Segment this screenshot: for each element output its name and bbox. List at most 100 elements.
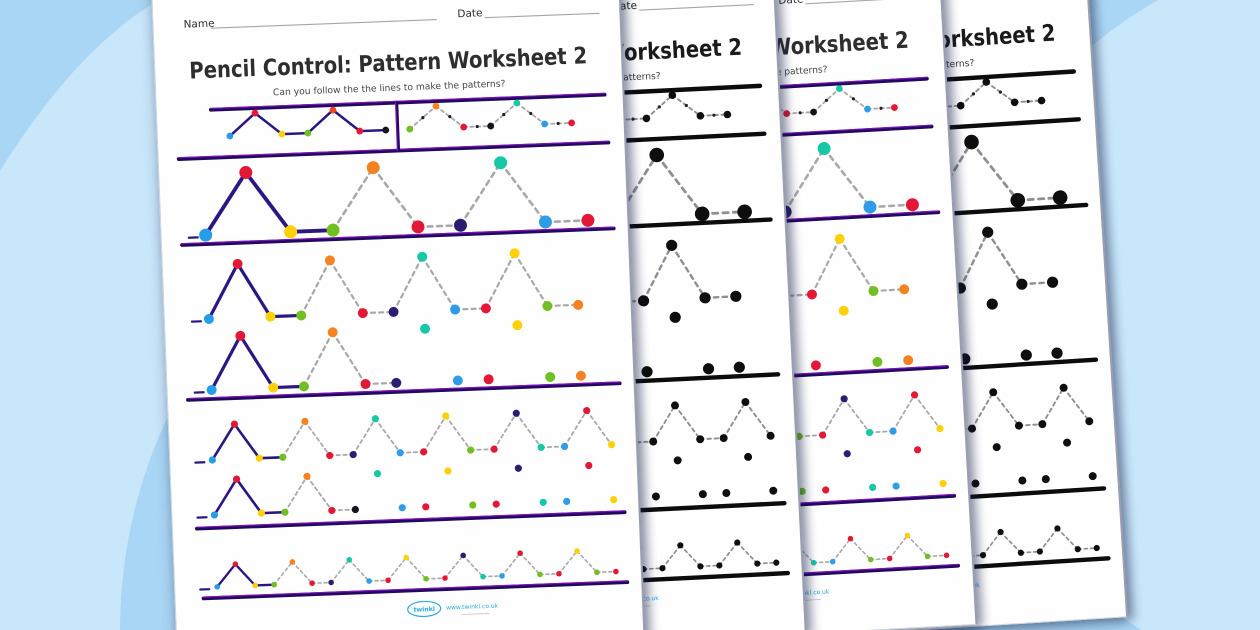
pattern-line-dashed xyxy=(563,409,588,448)
twinkl-logo-text: twinkl xyxy=(413,606,435,614)
row-1-trace xyxy=(406,99,576,133)
pattern-dot-teal xyxy=(982,78,991,86)
pattern-line-dashed xyxy=(1020,550,1041,554)
date-line xyxy=(805,0,921,5)
pattern-dot-green xyxy=(868,286,879,297)
pattern-line-dashed xyxy=(489,102,518,127)
pattern-dot-lightblue xyxy=(450,304,461,315)
pattern-line-dashed xyxy=(992,391,1020,427)
guide-line xyxy=(201,580,630,601)
trace-middot xyxy=(824,98,829,102)
guide-line xyxy=(395,101,401,153)
pattern-dot-teal xyxy=(371,415,379,423)
pattern-line-dashed xyxy=(822,147,872,209)
pattern-dot-green xyxy=(872,356,883,367)
pattern-dot-green xyxy=(406,125,414,133)
pattern-line-dashed xyxy=(718,541,739,567)
pattern-line-solid xyxy=(238,334,275,390)
pattern-line-dashed xyxy=(674,404,702,441)
name-line xyxy=(210,18,437,29)
pattern-dot-lightblue xyxy=(1041,475,1050,484)
pattern-line-dashed xyxy=(679,544,702,568)
trace-middot xyxy=(556,121,560,126)
trace-middot xyxy=(448,115,452,119)
pattern-dot-lightblue xyxy=(694,206,710,222)
pattern-dot-red xyxy=(637,295,650,307)
pattern-dot-green xyxy=(798,487,806,495)
pattern-line-dashed xyxy=(652,404,676,443)
pattern-dot-orange xyxy=(573,299,584,310)
pattern-dot-green xyxy=(1074,546,1081,553)
pattern-dot-red xyxy=(723,110,732,119)
pattern-dot-blue xyxy=(214,584,220,590)
pattern-dot-yellow xyxy=(734,539,741,546)
pattern-dot-orange xyxy=(730,290,742,302)
pattern-dot-green xyxy=(542,300,553,311)
pattern-line-dashed xyxy=(670,244,707,300)
pattern-line-dashed xyxy=(971,391,995,430)
pattern-dot-lightblue xyxy=(499,573,505,579)
pattern-dot-blue xyxy=(206,384,217,395)
pattern-line-dashed xyxy=(331,166,375,232)
pattern-dot-red xyxy=(819,431,827,439)
pattern-dot-red xyxy=(1052,190,1068,205)
pattern-dot-red xyxy=(905,198,919,212)
guide-line xyxy=(180,226,616,247)
pattern-dot-teal xyxy=(1014,421,1023,430)
pattern-dot-lightblue xyxy=(1038,420,1047,429)
pattern-dot-red xyxy=(420,448,428,456)
pattern-dot-red xyxy=(968,424,977,433)
pattern-dot-red xyxy=(1063,438,1072,447)
pattern-dot-red xyxy=(1037,96,1046,105)
pattern-line-dashed xyxy=(352,417,377,456)
pattern-dot-lightblue xyxy=(563,497,571,506)
row-6 xyxy=(196,461,618,519)
worksheet-title: Pencil Control: Pattern Worksheet 2 xyxy=(189,43,588,84)
pattern-dot-red xyxy=(239,165,253,179)
pattern-line-dashed xyxy=(416,223,462,229)
pattern-dot-teal xyxy=(964,134,979,150)
pattern-line-dashed xyxy=(868,203,914,209)
pattern-dot-green xyxy=(867,556,874,563)
pattern-line-dashed xyxy=(872,288,906,293)
pattern-line-dashed xyxy=(831,537,852,563)
pattern-dot-yellow xyxy=(607,441,616,449)
pattern-dot-orange xyxy=(733,361,745,373)
pattern-line-dashed xyxy=(348,558,370,582)
pattern-line-dashed xyxy=(368,579,389,582)
pattern-dot-lightblue xyxy=(366,578,372,584)
pattern-line-dashed xyxy=(454,307,487,311)
pattern-line-solid xyxy=(233,422,261,460)
pattern-dot-teal xyxy=(513,99,521,107)
pattern-line-dashed xyxy=(300,259,332,317)
pattern-dot-red xyxy=(1093,544,1100,552)
pattern-line-solid xyxy=(254,583,276,587)
pattern-line-solid xyxy=(207,262,240,321)
pattern-line-solid xyxy=(268,313,303,319)
pattern-line-dashed xyxy=(482,575,503,578)
pattern-dot-red xyxy=(716,562,723,569)
pattern-dot-red xyxy=(309,580,315,587)
pattern-line-dashed xyxy=(361,310,395,315)
pattern-line-dashed xyxy=(328,259,364,315)
pattern-dot-red xyxy=(326,451,334,460)
pattern-dot-green xyxy=(924,553,931,560)
pattern-dot-red xyxy=(583,406,591,415)
pattern-line-dashed xyxy=(843,397,871,434)
trace-middot xyxy=(475,124,479,129)
pattern-dot-red xyxy=(442,575,448,581)
pattern-line-solid xyxy=(243,170,293,234)
date-label: Date xyxy=(778,0,804,7)
pattern-line-solid xyxy=(210,334,242,392)
pattern-line-solid xyxy=(306,108,335,135)
pattern-line-dashed xyxy=(459,161,502,227)
pattern-line-dashed xyxy=(421,255,457,311)
pattern-dot-yellow xyxy=(255,454,263,462)
pattern-line-solid xyxy=(280,131,310,136)
pattern-dot-navy xyxy=(514,464,522,472)
pattern-dot-red xyxy=(460,123,468,131)
pattern-dot-green xyxy=(537,571,543,578)
pattern-dot-yellow xyxy=(284,225,298,239)
